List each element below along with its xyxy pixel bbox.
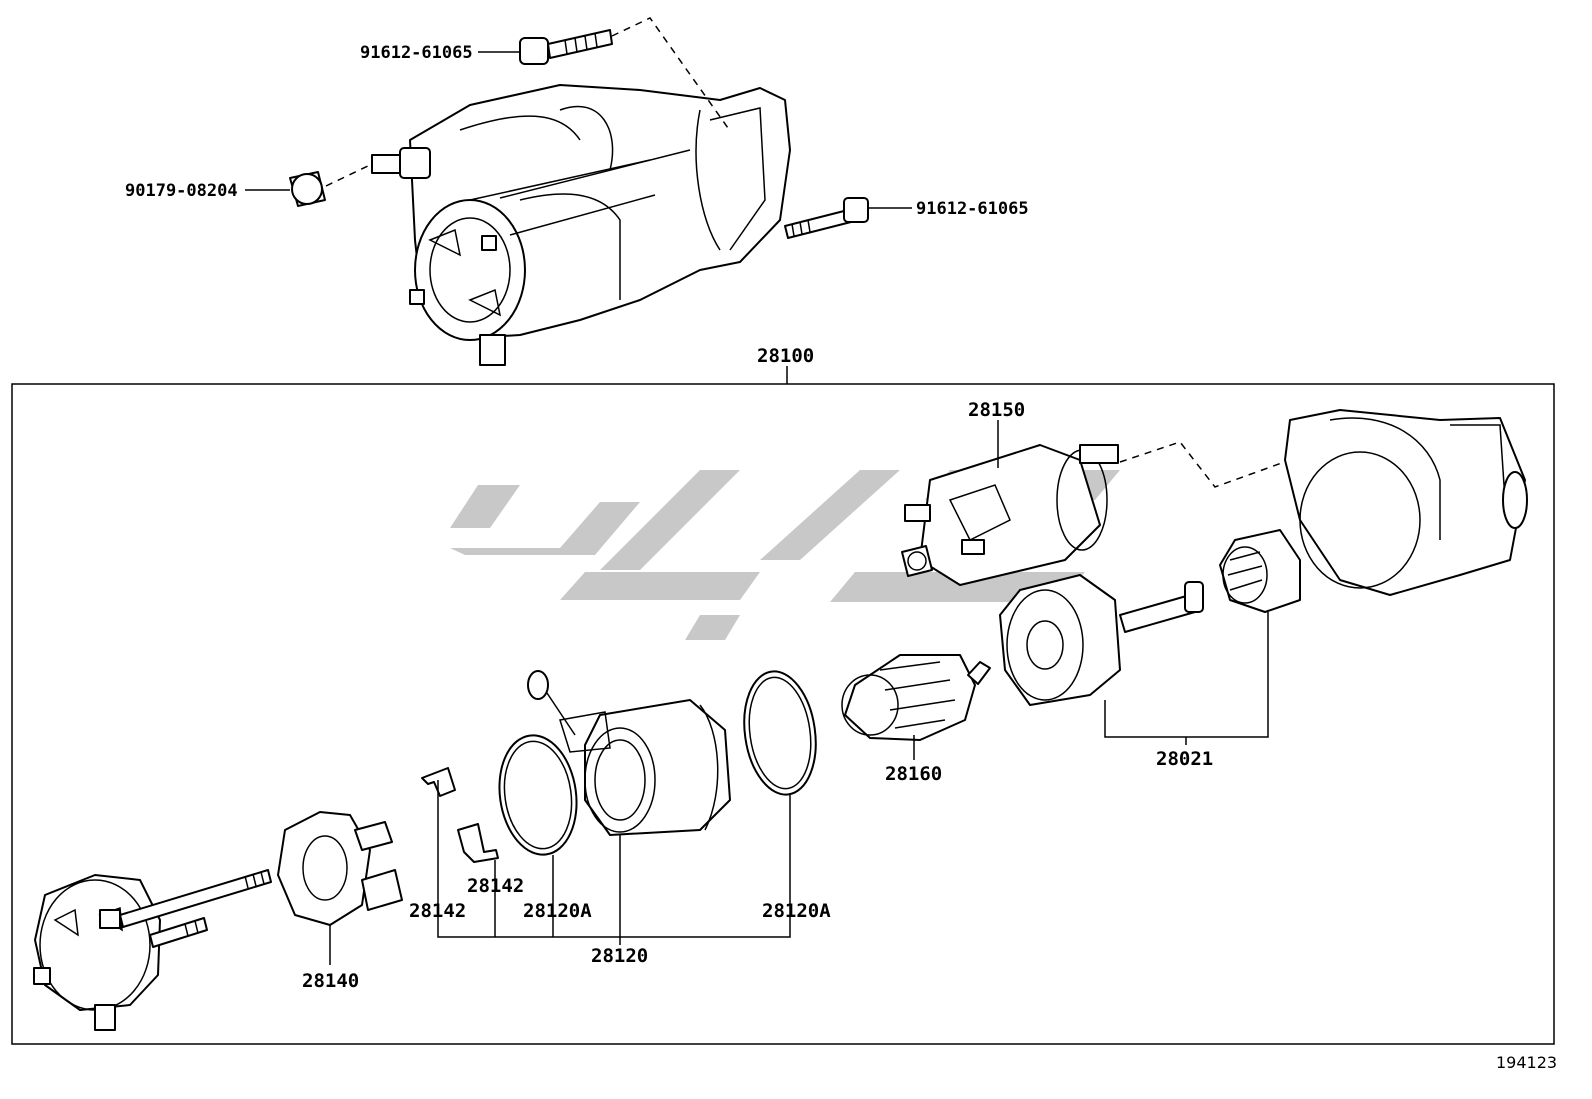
bolt-upper-guide (611, 17, 729, 129)
clutch-shaft-drawing (999, 574, 1204, 706)
drawing-number: 194123 (1496, 1053, 1557, 1072)
label-clutch-sub-assy: 28021 (1156, 748, 1213, 770)
brush-holder-drawing (277, 811, 403, 926)
label-armature: 28160 (885, 763, 942, 785)
starter-assy-frame (11, 383, 1555, 1045)
armature-drawing (841, 654, 991, 741)
o-ring-left-drawing (498, 734, 578, 856)
label-brush-spring-right: 28142 (467, 875, 524, 897)
end-frame-drawing (33, 874, 161, 1031)
leader-lines (245, 51, 1269, 965)
label-yoke-assy: 28120 (591, 945, 648, 967)
through-bolt-long-drawing (119, 869, 272, 928)
brush-spring-right-drawing (457, 823, 499, 863)
starter-assembled-drawing (371, 84, 791, 366)
o-ring-right-inner (748, 676, 812, 790)
nut-drawing (289, 171, 326, 207)
nut-guide (325, 163, 373, 187)
yoke-drawing (527, 670, 731, 836)
label-bolt-upper: 91612-61065 (360, 43, 473, 63)
bolt-right-drawing (784, 197, 869, 239)
drive-housing-drawing (1284, 409, 1528, 596)
label-solenoid: 28150 (968, 399, 1025, 421)
solenoid-nut-drawing (901, 545, 933, 577)
label-starter-assy: 28100 (757, 345, 814, 367)
label-brush-holder: 28140 (302, 970, 359, 992)
label-o-ring-right: 28120A (762, 900, 831, 922)
label-o-ring-left: 28120A (523, 900, 592, 922)
o-ring-right-drawing (743, 670, 817, 796)
bolt-upper-drawing (519, 29, 613, 65)
label-bolt-right: 91612-61065 (916, 199, 1029, 219)
through-bolt-short-drawing (149, 917, 208, 948)
pinion-gear-drawing (1219, 529, 1301, 613)
o-ring-left-inner (503, 740, 573, 850)
label-brush-spring-left: 28142 (409, 900, 466, 922)
label-nut: 90179-08204 (125, 181, 238, 201)
solenoid-guide (1119, 441, 1291, 488)
solenoid-drawing (904, 444, 1119, 586)
